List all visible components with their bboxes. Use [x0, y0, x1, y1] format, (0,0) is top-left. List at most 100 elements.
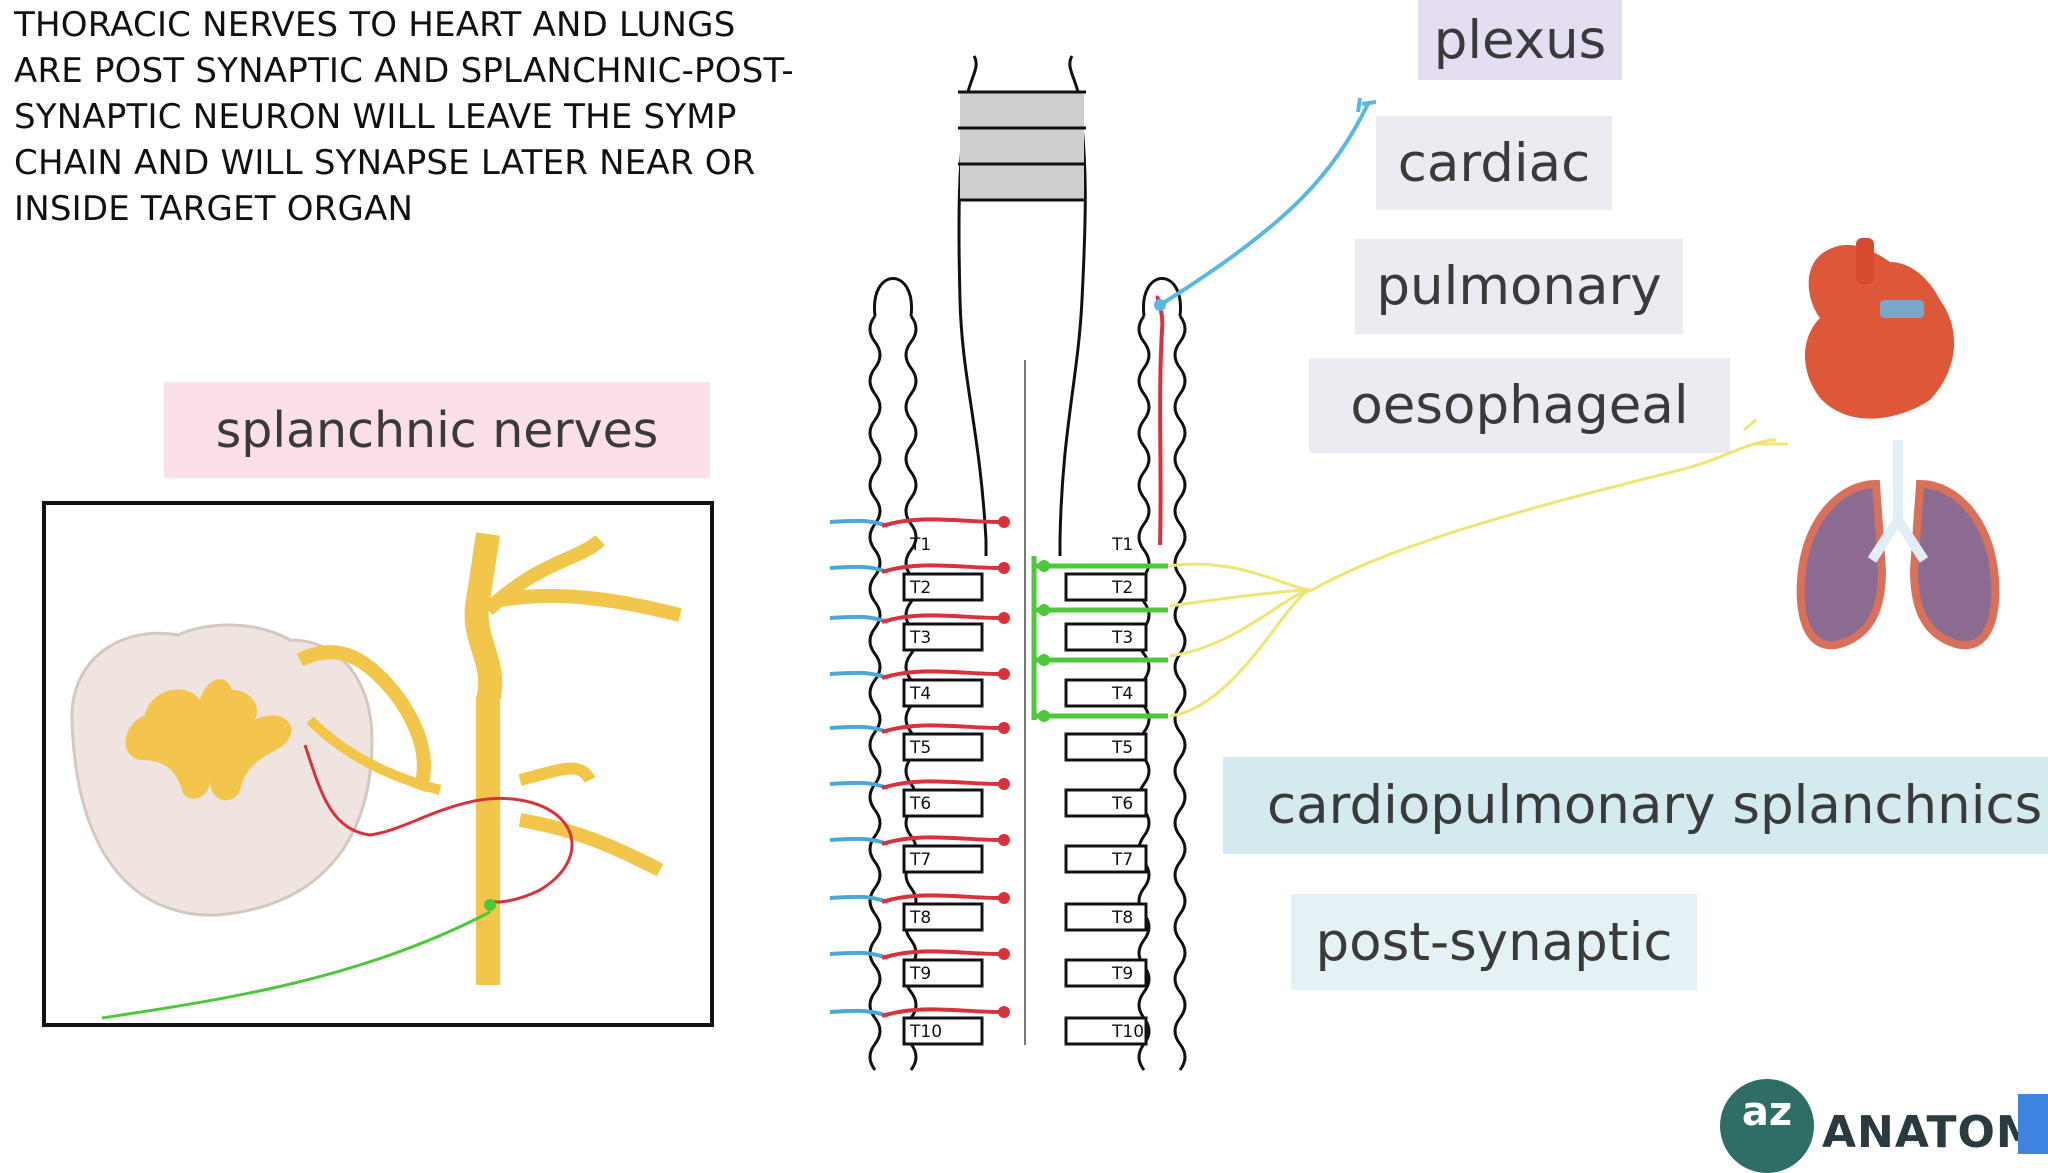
red-preganglionic: [303, 744, 521, 837]
sympathetic-trunk: [464, 532, 503, 985]
red-ending: [998, 892, 1010, 904]
nerve-fibers: [829, 97, 1788, 1018]
heart-body: [1805, 244, 1955, 419]
vertebra-box-right: [1064, 622, 1148, 652]
blue-ramus: [829, 1008, 889, 1018]
label-pulmonary: pulmonary: [1355, 239, 1683, 334]
vertebra-box-left: [902, 572, 984, 602]
yellow-to-organs: [1311, 438, 1777, 592]
branch-right-lower: [518, 813, 664, 877]
vertebra-label-left: T3: [909, 628, 931, 648]
vertebra-box-right: [1064, 788, 1148, 818]
red-ramus: [881, 613, 1001, 624]
vertebra-label-right: T3: [1111, 628, 1133, 648]
vertebra-label-left: T8: [909, 908, 931, 928]
red-ending: [998, 834, 1010, 846]
left-chain-inner: [868, 315, 882, 1071]
blue-ramus: [829, 518, 889, 528]
vertebra-label-right: T6: [1111, 794, 1133, 814]
green-node: [1038, 654, 1050, 666]
vertebra-box-right: [1064, 572, 1148, 602]
red-ascending-fiber: [1155, 295, 1165, 546]
yellow-fiber: [1169, 588, 1313, 658]
blue-ramus: [829, 836, 889, 846]
blue-ramus: [829, 894, 889, 904]
branch-mid: [518, 762, 596, 786]
red-ending: [998, 516, 1010, 528]
trachea: [1867, 440, 1929, 563]
vertebra-label-right: T7: [1111, 850, 1133, 870]
label-splanchnic-nerves: splanchnic nerves: [164, 382, 710, 478]
vertebra-box-left: [902, 622, 984, 652]
ganglion-node: [484, 899, 496, 911]
label-cardiopulmonary-splanchnics: cardiopulmonary splanchnics: [1223, 757, 2048, 854]
red-ending: [998, 612, 1010, 624]
logo-corner-bar: [2018, 1094, 2048, 1154]
vertebra-label-right: T9: [1111, 964, 1133, 984]
cord-right-edge: [1058, 55, 1087, 556]
green-node: [1038, 604, 1050, 616]
label-oesophageal: oesophageal: [1309, 358, 1730, 453]
label-post-synaptic: post-synaptic: [1291, 894, 1697, 990]
red-ramus: [881, 517, 1001, 528]
vertebra-box-right: [1064, 902, 1148, 932]
vertebra-label-left: T7: [909, 850, 931, 870]
red-ending: [998, 668, 1010, 680]
vertebra-box-left: [902, 902, 984, 932]
right-chain-inner: [1173, 315, 1187, 1071]
red-ramus: [881, 669, 1001, 680]
yellow-fiber: [1169, 562, 1313, 592]
blue-ramus: [829, 950, 889, 960]
vertebra-box-left: [902, 844, 984, 874]
nerve-root-upper: [296, 645, 431, 793]
red-ending: [998, 562, 1010, 574]
vertebra-box-right: [1064, 678, 1148, 708]
left-chain-top: [873, 277, 913, 317]
blue-ramus: [829, 564, 889, 574]
branch-right-upper: [498, 588, 682, 622]
green-postganglionic: [101, 910, 491, 1020]
heart-icon: [1805, 238, 1955, 419]
grey-matter: [125, 679, 292, 801]
red-ramus: [881, 1007, 1001, 1018]
red-ramus: [881, 723, 1001, 734]
vertebra-box-right: [1064, 732, 1148, 762]
label-cardiac: cardiac: [1376, 116, 1612, 210]
vertebra-label-left: T4: [909, 684, 931, 704]
lungs-icon: [1796, 440, 2000, 650]
vertebra-box-left: [902, 1016, 984, 1046]
vertebra-label-right: T5: [1111, 738, 1133, 758]
blue-ramus: [829, 724, 889, 734]
logo-mark: az: [1720, 1079, 1814, 1173]
logo-text: ANATOMYZ: [1822, 1106, 2048, 1158]
right-chain-top: [1142, 277, 1182, 317]
vertebra-box-left: [902, 732, 984, 762]
anatomyzone-logo: az ANATOMYZ: [1720, 1079, 2048, 1173]
vertebra-label-right: T1: [1111, 535, 1133, 555]
nerve-root-lower: [306, 716, 442, 795]
red-ramus: [881, 779, 1001, 790]
green-node: [1038, 710, 1050, 722]
red-ending: [998, 1006, 1010, 1018]
vertebra-label-left: T1: [909, 535, 931, 555]
vertebra-label-right: T4: [1111, 684, 1133, 704]
red-ramus: [881, 949, 1001, 960]
vertebra-box-right: [1064, 958, 1148, 988]
red-loop: [488, 798, 574, 904]
heart-vessel: [1880, 300, 1924, 318]
intro-text: THORACIC NERVES TO HEART AND LUNGS ARE P…: [14, 5, 794, 229]
vertebra-label-left: T9: [909, 964, 931, 984]
vertebra-box-right: [1064, 844, 1148, 874]
red-ramus: [881, 835, 1001, 846]
meninges-band: [960, 92, 1084, 200]
lung-left: [1796, 479, 1887, 650]
blue-ramus: [829, 670, 889, 680]
vertebra-box-right: [1064, 1016, 1148, 1046]
red-ending: [998, 722, 1010, 734]
splanchnic-inset: [42, 501, 714, 1027]
vertebra-label-right: T2: [1111, 578, 1133, 598]
vertebra-label-left: T6: [909, 794, 931, 814]
vertebra-label-left: T2: [909, 578, 931, 598]
spinal-cord-column: [957, 55, 1087, 1045]
